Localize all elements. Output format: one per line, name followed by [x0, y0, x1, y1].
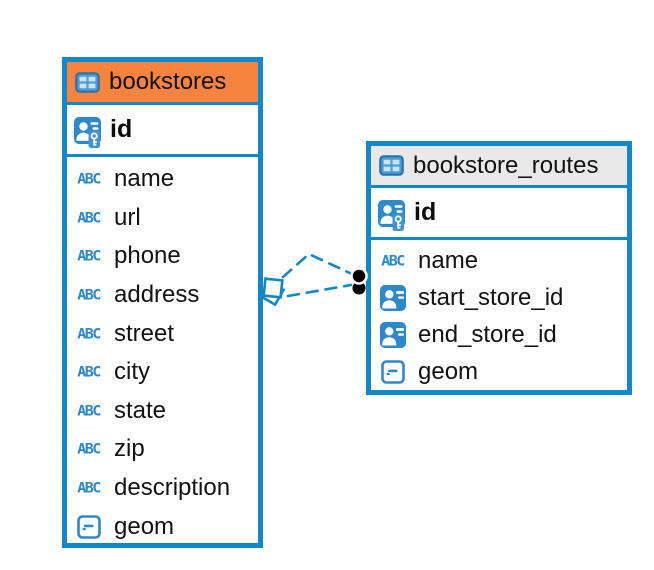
column-row[interactable]: ABC phone	[67, 237, 258, 276]
column-list: ABC name start_store_id end_store_id geo…	[371, 240, 627, 391]
column-name: name	[418, 246, 479, 274]
text-type-icon: ABC	[77, 441, 101, 458]
column-name: geom	[418, 358, 479, 386]
column-row[interactable]: ABC address	[67, 276, 258, 315]
text-type-icon: ABC	[77, 402, 101, 420]
table-icon	[74, 71, 100, 93]
text-type-icon: ABC	[77, 248, 101, 265]
table-node-bookstore-routes[interactable]: bookstore_routes id ABC name start_store…	[366, 141, 632, 395]
column-row[interactable]: ABC state	[67, 392, 258, 431]
column-row[interactable]: ABC street	[67, 314, 258, 353]
column-row[interactable]: ABC city	[67, 353, 258, 392]
column-name: end_store_id	[418, 320, 557, 348]
primary-key-icon	[377, 194, 405, 232]
table-header-bookstore-routes[interactable]: bookstore_routes	[371, 146, 627, 188]
geometry-type-icon	[72, 514, 105, 539]
column-row-pk[interactable]: id	[371, 188, 627, 240]
relationship-line-lower[interactable]	[286, 283, 353, 298]
column-name: geom	[114, 512, 175, 540]
column-list: ABC name ABC url ABC phone ABC address A…	[67, 157, 258, 546]
column-name: name	[114, 165, 175, 193]
column-row[interactable]: ABC name	[67, 160, 258, 199]
table-icon	[378, 155, 404, 176]
text-type-icon: ABC	[77, 286, 101, 304]
table-title: bookstores	[109, 68, 227, 95]
relationship-one-marker	[350, 267, 368, 295]
column-name: state	[114, 396, 167, 424]
column-row[interactable]: end_store_id	[371, 316, 627, 353]
relationship-line-upper[interactable]	[281, 252, 356, 279]
column-name: id	[110, 115, 133, 143]
text-type-icon: ABC	[77, 363, 101, 381]
column-name: url	[114, 203, 141, 231]
relationship-many-marker	[258, 277, 286, 307]
column-row[interactable]: ABC description	[67, 469, 258, 508]
column-row[interactable]: start_store_id	[371, 279, 627, 316]
column-row[interactable]: ABC url	[67, 199, 258, 238]
text-type-icon: ABC	[381, 252, 405, 269]
foreign-key-icon	[376, 284, 409, 311]
table-header-bookstores[interactable]: bookstores	[67, 62, 258, 105]
primary-key-icon	[73, 111, 101, 149]
foreign-key-icon	[376, 321, 409, 348]
column-name: phone	[114, 242, 181, 270]
column-row[interactable]: geom	[371, 354, 627, 391]
column-name: address	[114, 281, 200, 309]
table-title: bookstore_routes	[413, 151, 599, 179]
text-type-icon: ABC	[77, 209, 101, 227]
geometry-type-icon	[376, 360, 409, 384]
column-name: id	[414, 198, 437, 226]
column-name: street	[114, 319, 175, 347]
column-name: start_store_id	[418, 283, 564, 311]
text-type-icon: ABC	[77, 171, 101, 188]
table-node-bookstores[interactable]: bookstores id ABC name ABC url ABC phone…	[62, 57, 263, 548]
column-row[interactable]: ABC zip	[67, 430, 258, 469]
text-type-icon: ABC	[77, 325, 101, 342]
column-name: zip	[114, 435, 145, 463]
column-row[interactable]: ABC name	[371, 242, 627, 279]
column-row[interactable]: geom	[67, 507, 258, 546]
text-type-icon: ABC	[77, 479, 101, 497]
column-name: description	[114, 474, 231, 502]
column-row-pk[interactable]: id	[67, 105, 258, 157]
column-name: city	[114, 358, 150, 386]
